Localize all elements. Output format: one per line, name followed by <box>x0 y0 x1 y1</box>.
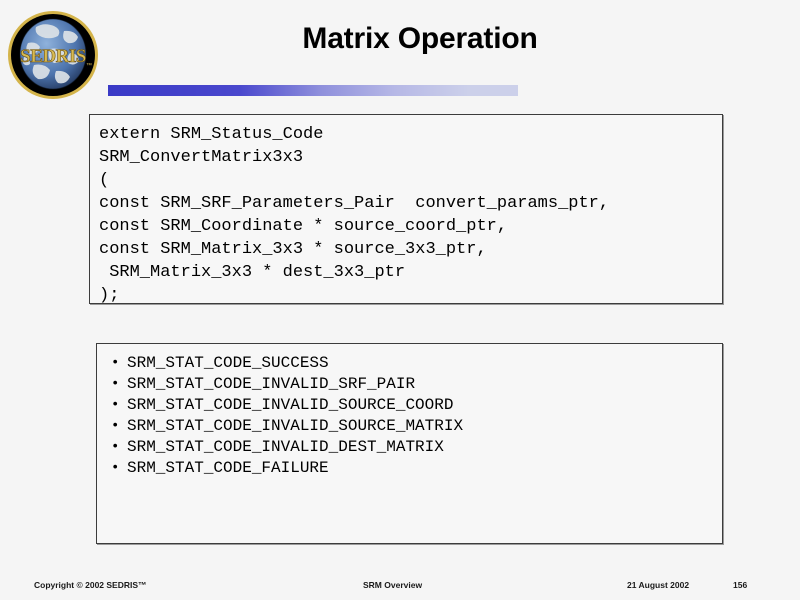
code-line: const SRM_Matrix_3x3 * source_3x3_ptr, <box>99 240 487 259</box>
list-item: SRM_STAT_CODE_INVALID_DEST_MATRIX <box>107 437 722 458</box>
footer-date: 21 August 2002 <box>627 580 690 590</box>
status-codes-list: SRM_STAT_CODE_SUCCESS SRM_STAT_CODE_INVA… <box>107 353 722 479</box>
code-line: const SRM_SRF_Parameters_Pair convert_pa… <box>99 194 610 213</box>
sedris-globe-logo: SEDRIS ™ <box>6 9 100 101</box>
list-item: SRM_STAT_CODE_INVALID_SRF_PAIR <box>107 374 722 395</box>
list-item: SRM_STAT_CODE_INVALID_SOURCE_COORD <box>107 395 722 416</box>
code-line: ); <box>99 286 120 305</box>
footer-copyright: Copyright © 2002 SEDRIS™ <box>34 580 147 590</box>
code-line: ( <box>99 171 110 190</box>
list-item: SRM_STAT_CODE_INVALID_SOURCE_MATRIX <box>107 416 722 437</box>
code-declaration-box: extern SRM_Status_Code SRM_ConvertMatrix… <box>89 114 723 305</box>
code-line: SRM_ConvertMatrix3x3 <box>99 148 304 167</box>
svg-text:™: ™ <box>86 62 92 69</box>
page-title: Matrix Operation <box>302 22 538 55</box>
code-line: const SRM_Coordinate * source_coord_ptr, <box>99 217 508 236</box>
footer-page-number: 156 <box>733 580 748 590</box>
status-codes-box: SRM_STAT_CODE_SUCCESS SRM_STAT_CODE_INVA… <box>96 343 723 544</box>
list-item: SRM_STAT_CODE_FAILURE <box>107 458 722 479</box>
footer-deck-title: SRM Overview <box>363 580 423 590</box>
code-line: extern SRM_Status_Code <box>99 125 324 144</box>
svg-text:SEDRIS: SEDRIS <box>20 46 86 67</box>
gradient-rule <box>108 85 518 96</box>
list-item: SRM_STAT_CODE_SUCCESS <box>107 353 722 374</box>
slide-header: SEDRIS ™ Matrix Operation <box>0 0 800 108</box>
code-line: SRM_Matrix_3x3 * dest_3x3_ptr <box>99 263 406 282</box>
slide-footer: Copyright © 2002 SEDRIS™ SRM Overview 21… <box>0 575 800 600</box>
